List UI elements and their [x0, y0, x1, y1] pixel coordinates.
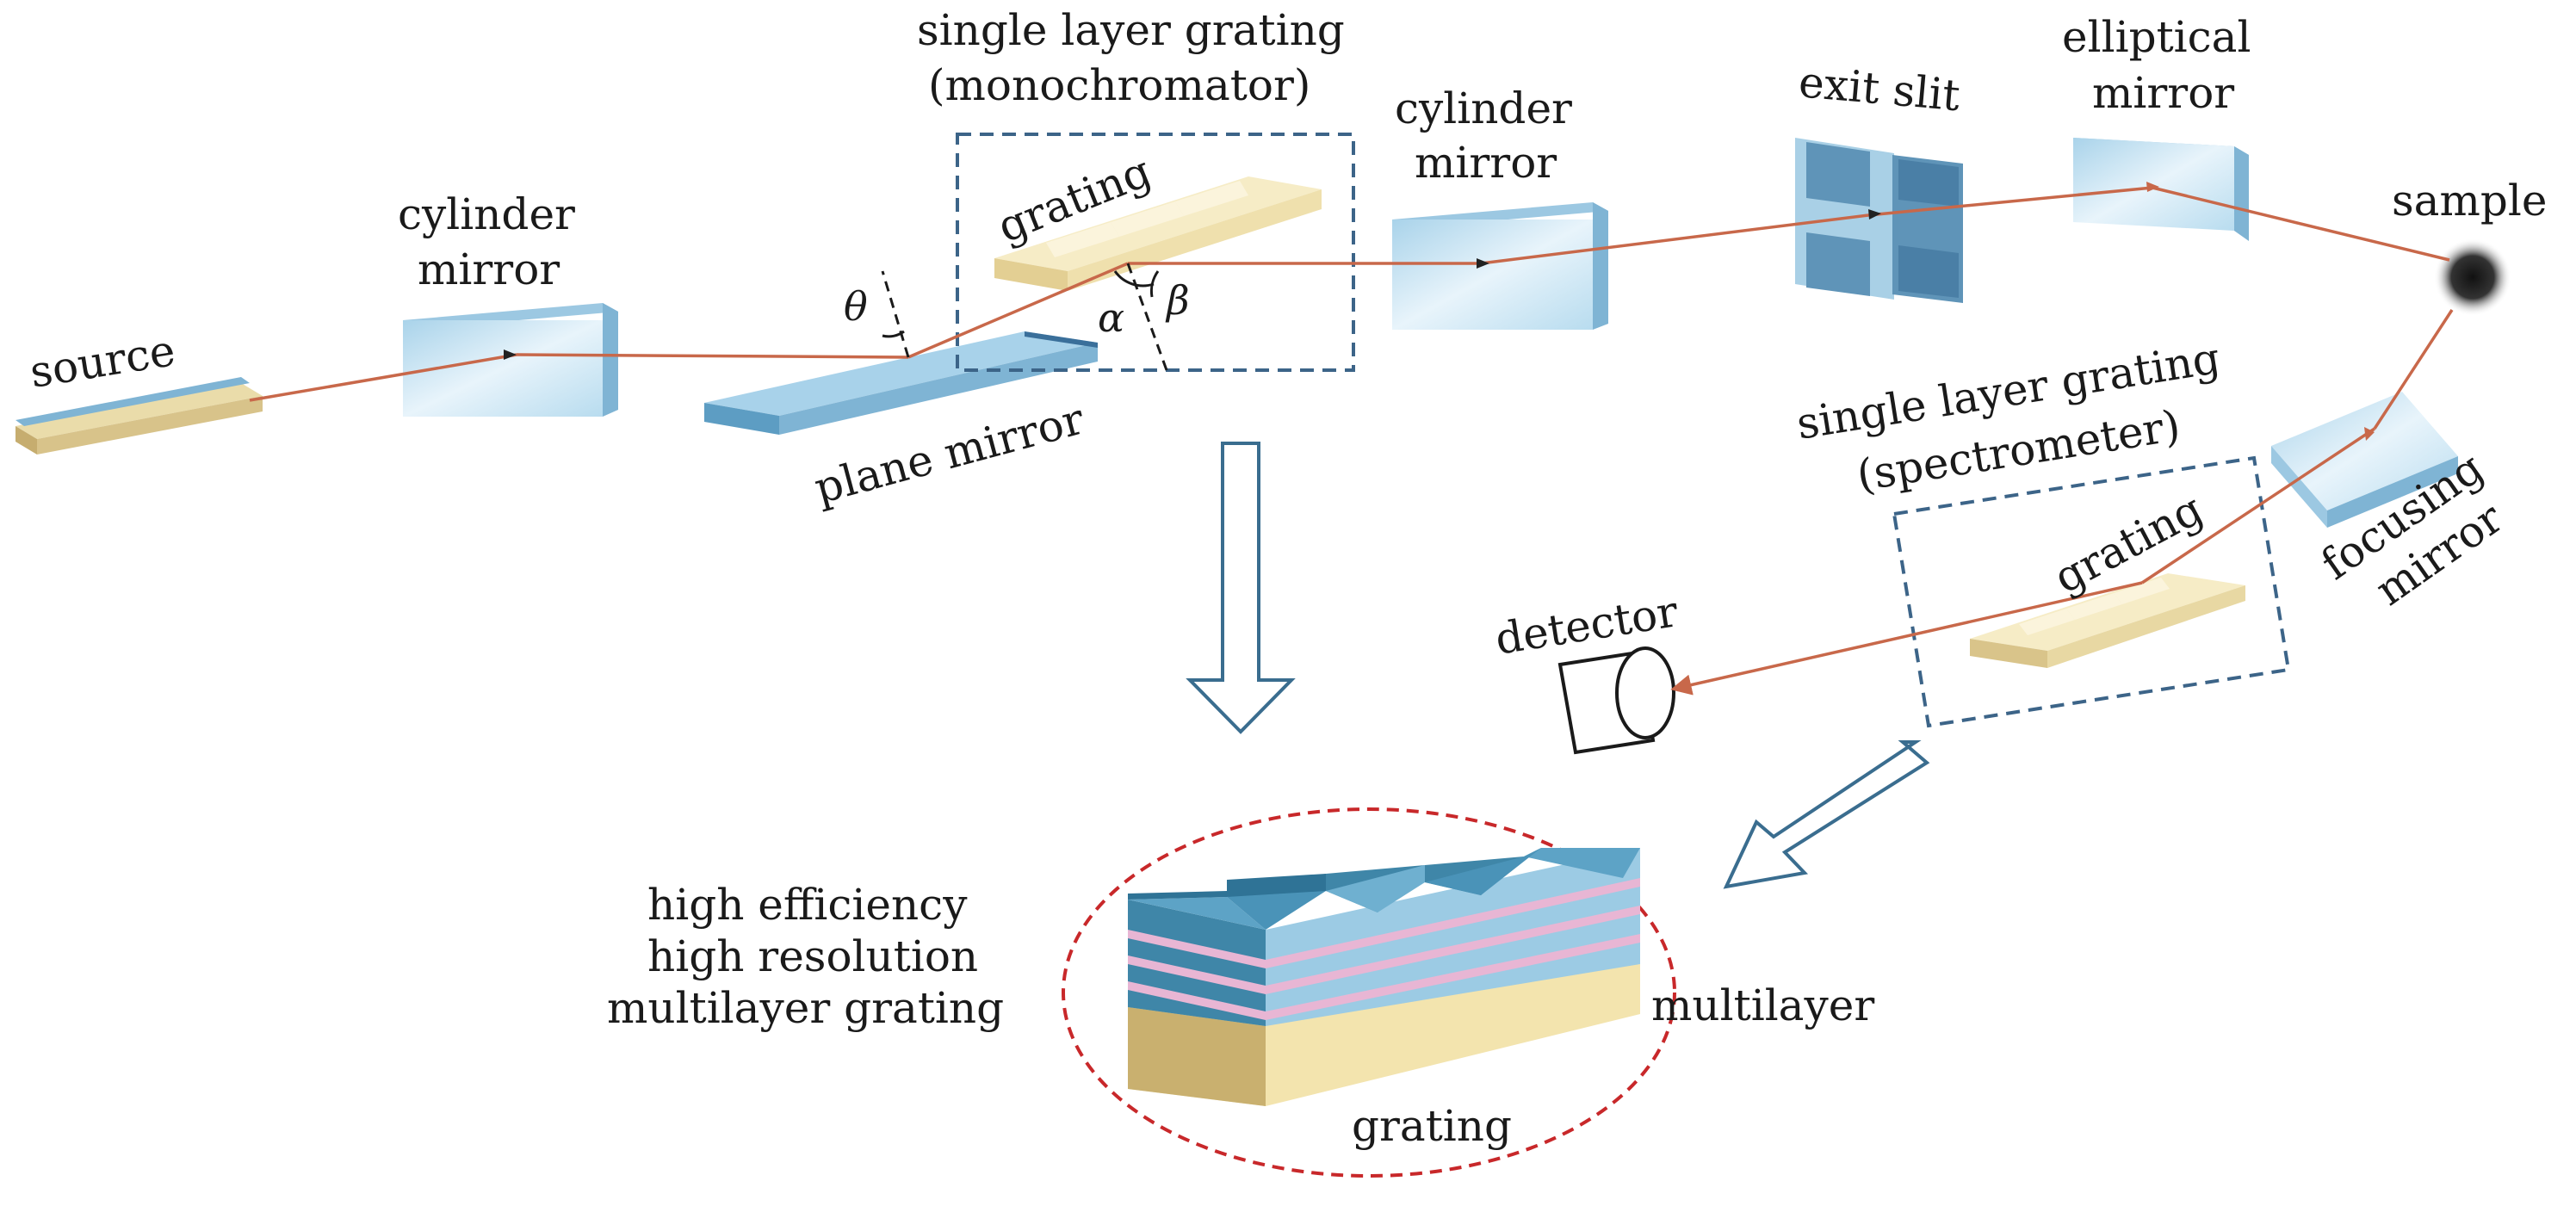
monochromator-grating: [994, 176, 1322, 291]
source-element: [15, 377, 263, 455]
down-arrow-monochromator: [1186, 442, 1296, 734]
label-mono-title-line2: (monochromator): [928, 60, 1310, 110]
label-ml-desc-line3: multilayer grating: [607, 983, 1004, 1033]
label-alpha: α: [1098, 294, 1124, 341]
monochromator-box: [956, 133, 1355, 372]
label-multilayer: multilayer: [1651, 980, 1874, 1030]
label-theta: θ: [844, 283, 868, 330]
label-elliptical-mirror-line1: elliptical: [2062, 12, 2251, 62]
focusing-mirror: [2271, 392, 2458, 528]
angle-theta: [881, 270, 910, 358]
label-source: source: [27, 325, 178, 398]
cylinder-mirror-1: [403, 303, 618, 417]
label-cylinder-mirror-2-line2: mirror: [1415, 138, 1557, 188]
angle-alpha-beta: [1113, 263, 1168, 371]
spectrometer-box: [1892, 455, 2291, 728]
multilayer-grating: [1128, 848, 1640, 1106]
plane-mirror: [704, 331, 1098, 435]
label-exit-slit: exit slit: [1797, 57, 1962, 121]
multilayer-ellipse: [1062, 807, 1676, 1178]
label-cylinder-mirror-2-line1: cylinder: [1395, 83, 1572, 133]
cylinder-mirror-2: [1392, 202, 1608, 330]
exit-slit: [1795, 138, 1963, 303]
beam-arrowheads: [504, 182, 2375, 441]
label-elliptical-mirror-line2: mirror: [2092, 68, 2234, 118]
elliptical-mirror: [2073, 138, 2249, 241]
down-arrow-spectrometer: [1723, 740, 1930, 889]
label-sample: sample: [2392, 176, 2547, 226]
beam-path: [249, 186, 2454, 696]
label-ml-desc-line1: high efficiency: [647, 880, 968, 930]
sample-sphere: [2434, 238, 2511, 316]
label-cylinder-mirror-1-line1: cylinder: [398, 189, 575, 239]
spectrometer-grating: [1970, 573, 2245, 668]
label-ml-grating: grating: [1352, 1101, 1512, 1151]
label-cylinder-mirror-1-line2: mirror: [418, 244, 560, 294]
detector: [1557, 646, 1675, 755]
label-mono-title-line1: single layer grating: [917, 5, 1345, 55]
label-beta: β: [1165, 277, 1190, 324]
label-ml-desc-line2: high resolution: [647, 931, 978, 981]
